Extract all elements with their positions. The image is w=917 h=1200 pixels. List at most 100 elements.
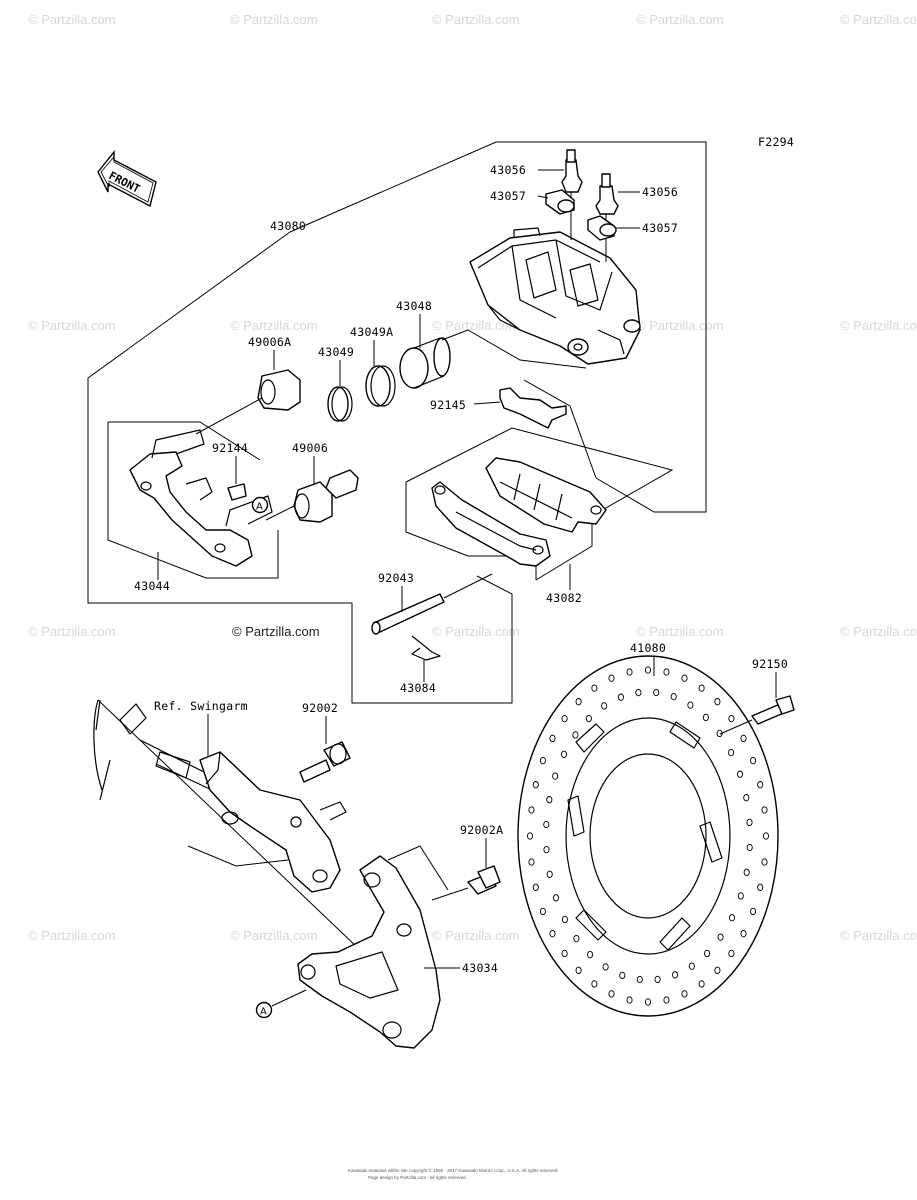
disc-hole bbox=[644, 666, 652, 674]
disc-hole bbox=[737, 770, 744, 778]
pad-pin bbox=[371, 573, 493, 635]
part-label-92002A: 92002A bbox=[460, 823, 503, 837]
disc-hole bbox=[546, 870, 553, 878]
copyright-footer-2: Page design by Partzilla.com - all right… bbox=[368, 1175, 467, 1180]
disc-hole bbox=[543, 820, 550, 829]
watermark: © Partzilla.com bbox=[636, 318, 724, 333]
disc-holes bbox=[526, 666, 770, 1006]
disc-hole bbox=[761, 858, 768, 866]
caliper-assembly-outline bbox=[87, 231, 513, 704]
part-label-43057b: 43057 bbox=[642, 221, 678, 235]
disc-hole bbox=[704, 949, 711, 958]
disc-hole bbox=[757, 781, 764, 789]
disc-hole bbox=[546, 796, 553, 804]
watermark: © Partzilla.com bbox=[432, 928, 520, 943]
disc-hole bbox=[543, 845, 550, 854]
watermark: © Partzilla.com bbox=[432, 12, 520, 27]
figure-code: F2294 bbox=[758, 135, 794, 149]
disc-hole bbox=[746, 818, 753, 827]
disc-hole bbox=[552, 894, 559, 902]
disc-hole bbox=[672, 971, 679, 979]
disc-hole bbox=[702, 713, 709, 722]
disc-hole bbox=[561, 714, 568, 723]
disc-hole bbox=[635, 688, 642, 697]
disc-hole bbox=[526, 832, 534, 840]
disc-hole bbox=[619, 971, 626, 980]
caliper-leader bbox=[467, 329, 587, 369]
bracket-outline bbox=[107, 422, 279, 579]
disc-hole bbox=[617, 693, 624, 701]
disc-hole bbox=[670, 692, 677, 701]
caliper-assembly-outline-right bbox=[289, 141, 707, 513]
disc-hole bbox=[528, 806, 535, 814]
part-labels: 43056 43056 43057 43057 43080 43048 4304… bbox=[134, 163, 788, 975]
disc-hole bbox=[591, 684, 598, 692]
disc-hole bbox=[681, 990, 688, 998]
disc-hole bbox=[601, 702, 608, 710]
torque-link-leader bbox=[187, 845, 289, 867]
part-label-43034: 43034 bbox=[462, 961, 498, 975]
part-label-43049A: 43049A bbox=[350, 325, 393, 339]
part-label-43056a: 43056 bbox=[490, 163, 526, 177]
part-label-43084: 43084 bbox=[400, 681, 436, 695]
disc-hole bbox=[743, 868, 750, 876]
bracket-43034-leader bbox=[387, 845, 449, 891]
disc-hole bbox=[654, 975, 661, 984]
watermark: © Partzilla.com bbox=[840, 928, 917, 943]
disc-hole bbox=[653, 688, 660, 697]
disc-hole bbox=[532, 883, 539, 891]
brake-pad-outer bbox=[485, 457, 607, 533]
bleeder-cap-right bbox=[587, 215, 617, 241]
disc-hole bbox=[608, 674, 615, 682]
disc-hole bbox=[572, 731, 579, 739]
watermark: © Partzilla.com bbox=[28, 928, 116, 943]
pads-outline-right bbox=[405, 427, 674, 581]
bolt-92002 bbox=[299, 741, 351, 783]
bleeder-cap-left bbox=[545, 189, 575, 215]
part-label-43048: 43048 bbox=[396, 299, 432, 313]
disc-hole bbox=[587, 950, 594, 959]
watermark: © Partzilla.com bbox=[230, 928, 318, 943]
disc-hole bbox=[737, 892, 744, 900]
marker-a-upper: A bbox=[251, 496, 269, 514]
disc-hole bbox=[740, 929, 747, 938]
disc-hole bbox=[602, 963, 609, 971]
watermark: © Partzilla.com bbox=[28, 12, 116, 27]
disc-hole bbox=[663, 996, 670, 1004]
brake-pad-inner bbox=[431, 481, 551, 567]
disc-hole bbox=[740, 734, 747, 743]
part-label-43082: 43082 bbox=[546, 591, 582, 605]
disc-hole bbox=[688, 962, 695, 970]
anti-rattle-spring bbox=[473, 387, 567, 429]
disc-hole bbox=[585, 714, 592, 723]
watermark: © Partzilla.com bbox=[840, 624, 917, 639]
disc-hole bbox=[626, 996, 633, 1004]
part-label-43049: 43049 bbox=[318, 345, 354, 359]
pad-spring-plate bbox=[227, 483, 247, 501]
watermark: © Partzilla.com bbox=[230, 12, 318, 27]
dust-seal bbox=[365, 365, 396, 407]
disc-hole bbox=[575, 966, 582, 974]
part-label-49006A: 49006A bbox=[248, 335, 291, 349]
disc-hole bbox=[728, 914, 736, 922]
piston-seal bbox=[327, 386, 353, 422]
part-label-41080: 41080 bbox=[630, 641, 666, 655]
part-label-92144: 92144 bbox=[212, 441, 248, 455]
torque-link bbox=[199, 751, 347, 893]
watermark: © Partzilla.com bbox=[840, 12, 917, 27]
caliper-body bbox=[469, 227, 641, 365]
disc-hole bbox=[573, 934, 580, 943]
disc-hole bbox=[743, 794, 750, 802]
piston bbox=[399, 337, 451, 389]
disc-bolt bbox=[719, 695, 795, 735]
part-label-43080: 43080 bbox=[270, 219, 306, 233]
copyright-footer: Kawasaki materials within site copyright… bbox=[348, 1167, 559, 1173]
disc-hole bbox=[626, 668, 633, 676]
disc-hole bbox=[528, 858, 535, 866]
disc-hole bbox=[698, 980, 705, 988]
marker-a-lower: A bbox=[255, 989, 307, 1019]
disc-hole bbox=[728, 949, 735, 958]
pin-clip bbox=[411, 635, 441, 661]
boot-sleeve-upper bbox=[195, 369, 301, 435]
watermark: © Partzilla.com bbox=[432, 318, 520, 333]
